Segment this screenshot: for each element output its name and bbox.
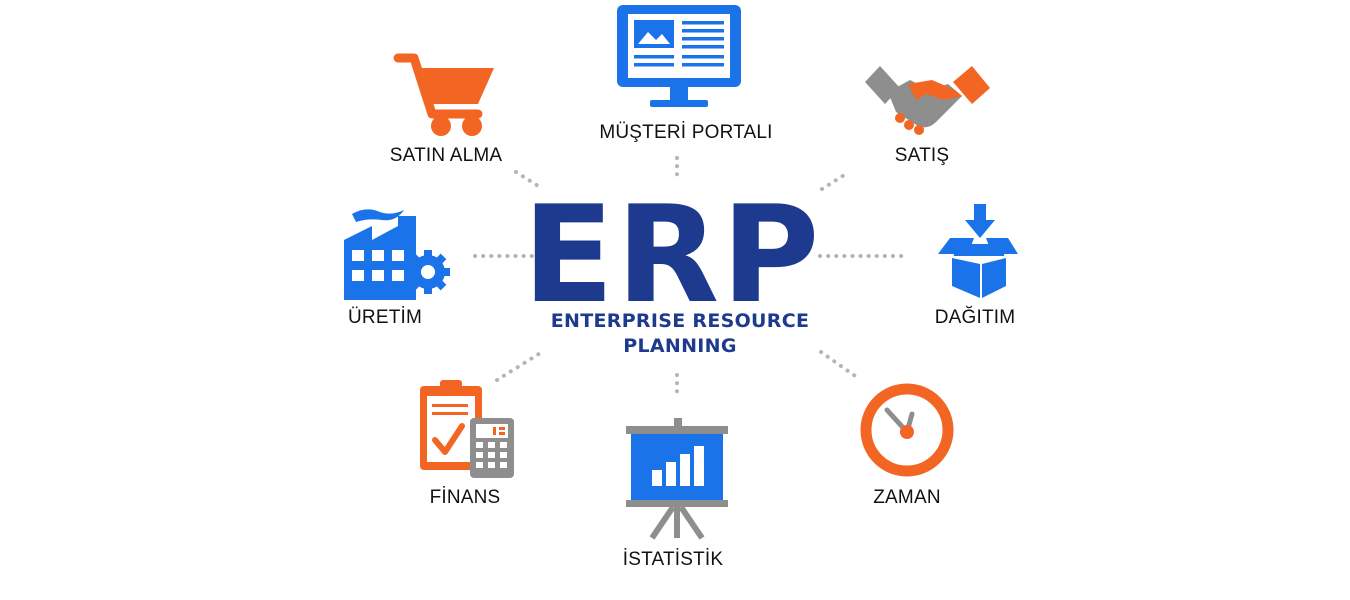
label-zaman: ZAMAN <box>873 487 941 508</box>
erp-subtitle-line1: ENTERPRISE RESOURCE <box>550 310 810 332</box>
monitor-icon <box>617 5 741 107</box>
handshake-icon <box>865 66 990 135</box>
label-satin-alma: SATIN ALMA <box>389 145 503 166</box>
label-istatistik: İSTATİSTİK <box>622 549 724 570</box>
clipboard-calculator-icon <box>420 380 514 478</box>
presentation-chart-icon <box>626 418 728 540</box>
connector-top-left <box>514 170 545 191</box>
label-dagitim: DAĞITIM <box>934 307 1016 328</box>
shopping-cart-icon <box>393 53 494 136</box>
label-musteri-portali: MÜŞTERİ PORTALI <box>599 122 773 143</box>
connector-bottom-right <box>819 350 860 380</box>
clock-icon <box>860 383 954 477</box>
erp-title: ERP <box>522 177 822 333</box>
box-arrow-icon <box>938 204 1018 298</box>
label-finans: FİNANS <box>429 487 501 508</box>
label-satis: SATIŞ <box>894 145 950 166</box>
connector-lines <box>473 156 907 399</box>
connector-top-right <box>820 170 851 191</box>
gear-icon <box>406 250 450 294</box>
label-uretim: ÜRETİM <box>347 307 423 328</box>
erp-subtitle-line2: PLANNING <box>623 335 737 357</box>
factory-icon <box>344 209 450 300</box>
connector-bottom-left <box>495 350 544 382</box>
